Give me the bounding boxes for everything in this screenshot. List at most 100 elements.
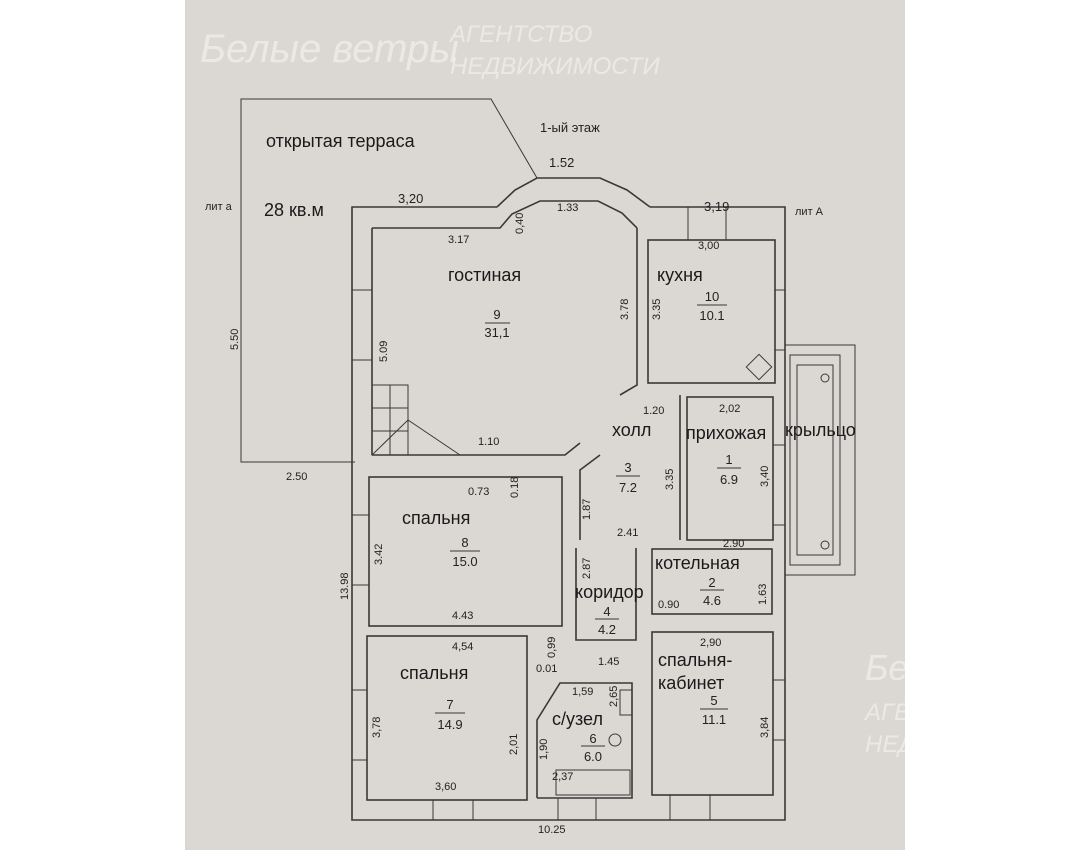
- room-label-office: спальня- кабинет 5 11.1: [658, 650, 732, 727]
- room-label-bedroom-7: спальня 7 14.9: [400, 663, 468, 732]
- dim: 3,20: [398, 191, 423, 206]
- floor-title: 1-ый этаж: [540, 120, 600, 135]
- dim: 3,84: [759, 717, 771, 738]
- room-number: 3: [624, 460, 631, 475]
- dim: 2,01: [508, 734, 520, 755]
- dim: 2,37: [552, 771, 573, 783]
- room-bedroom-8: [368, 476, 563, 627]
- bathroom-fixtures: [555, 689, 633, 796]
- room-name: с/узел: [552, 709, 603, 729]
- dim: 3.35: [664, 469, 676, 490]
- dim: 1,59: [572, 686, 593, 698]
- watermark-line2-2: НЕДВИЖИМОСТИ: [865, 731, 1075, 758]
- room-area: 11.1: [702, 712, 726, 727]
- room-kitchen: [647, 239, 776, 384]
- terrace-label: открытая терраса: [266, 131, 416, 151]
- room-name: прихожая: [686, 423, 766, 443]
- dim: 10.25: [538, 824, 566, 836]
- room-area: 4.2: [598, 622, 616, 637]
- room-number: 1: [725, 452, 732, 467]
- dim: 0.01: [536, 663, 557, 675]
- room-name-line2: кабинет: [658, 673, 724, 693]
- room-number: 4: [603, 604, 610, 619]
- room-corridor: [575, 548, 637, 641]
- room-area: 6.9: [720, 472, 738, 487]
- dim: 13.98: [339, 572, 351, 600]
- room-name: коридор: [575, 582, 644, 602]
- room-name-line1: спальня-: [658, 650, 732, 670]
- watermark: Белые ветры АГЕНТСТВО НЕДВИЖИМОСТИ Белые…: [200, 21, 1081, 758]
- dim: 2,02: [719, 403, 740, 415]
- room-label-living: гостиная 9 31,1: [448, 265, 521, 340]
- porch: [784, 344, 856, 576]
- dim: 0,99: [546, 637, 558, 658]
- dim: 3.35: [651, 299, 663, 320]
- room-office: [651, 631, 774, 796]
- room-name: спальня: [402, 508, 470, 528]
- room-name: кухня: [657, 265, 703, 285]
- lit-right: лит А: [795, 206, 824, 218]
- dim: 1,90: [538, 739, 550, 760]
- room-bedroom-7: [366, 635, 528, 801]
- room-area: 10.1: [699, 308, 724, 323]
- room-name: спальня: [400, 663, 468, 683]
- room-area: 7.2: [619, 480, 637, 495]
- dim: 5.50: [229, 329, 241, 350]
- watermark-line1: АГЕНТСТВО: [448, 21, 592, 48]
- watermark-logo-2: Белые ветры: [865, 647, 1081, 688]
- room-hall: [579, 454, 601, 540]
- room-label-bathroom: с/узел 6 6.0: [552, 709, 605, 764]
- dim: 1.52: [549, 155, 574, 170]
- dim: 3.17: [448, 234, 469, 246]
- room-area: 15.0: [452, 554, 477, 569]
- dim: 1.20: [643, 405, 664, 417]
- room-label-corridor: коридор 4 4.2: [575, 582, 644, 637]
- dim: 2.50: [286, 471, 307, 483]
- room-name: холл: [612, 420, 651, 440]
- dim: 2.87: [581, 558, 593, 579]
- lit-left: лит а: [205, 201, 233, 213]
- room-area: 6.0: [584, 749, 602, 764]
- dim: 3,00: [698, 240, 719, 252]
- dim: 4,54: [452, 641, 473, 653]
- terrace-area: 28 кв.м: [264, 200, 324, 220]
- porch-label: крыльцо: [785, 420, 856, 440]
- outer-walls: [351, 177, 786, 821]
- room-label-bedroom-8: спальня 8 15.0: [402, 508, 480, 569]
- room-name: гостиная: [448, 265, 521, 285]
- dim: 2,90: [700, 637, 721, 649]
- room-area: 4.6: [703, 593, 721, 608]
- dim: 1.10: [478, 436, 499, 448]
- room-number: 8: [461, 535, 468, 550]
- room-boiler: [651, 548, 773, 615]
- dim: 0.18: [509, 477, 521, 498]
- dim: 1.33: [557, 202, 578, 214]
- room-area: 14.9: [437, 717, 462, 732]
- dim: 3,60: [435, 781, 456, 793]
- dim: 1.87: [581, 499, 593, 520]
- terrace-outline: [240, 98, 538, 463]
- room-number: 5: [710, 693, 717, 708]
- room-label-hall: холл 3 7.2: [612, 420, 651, 495]
- dimensions: 1.52 1.33 3,20 3.17 0,40 3,19 3,00 5.50 …: [229, 155, 771, 836]
- dim: 2,65: [608, 686, 620, 707]
- dim: 0.73: [468, 486, 489, 498]
- room-number: 6: [589, 731, 596, 746]
- room-label-entry: прихожая 1 6.9: [686, 423, 766, 487]
- dim: 1.63: [757, 584, 769, 605]
- dim: 3,40: [759, 466, 771, 487]
- dim: 1.45: [598, 656, 619, 668]
- room-name: котельная: [655, 553, 740, 573]
- staircase: [371, 384, 461, 456]
- dim: 0,40: [514, 213, 526, 234]
- dim: 2.90: [723, 538, 744, 550]
- room-bathroom: [536, 682, 633, 799]
- room-entry: [686, 396, 774, 541]
- dim: 3,78: [371, 717, 383, 738]
- room-number: 7: [446, 697, 453, 712]
- dim: 3,19: [704, 199, 729, 214]
- room-area: 31,1: [484, 325, 509, 340]
- room-number: 9: [493, 307, 500, 322]
- watermark-line2: НЕДВИЖИМОСТИ: [450, 53, 660, 80]
